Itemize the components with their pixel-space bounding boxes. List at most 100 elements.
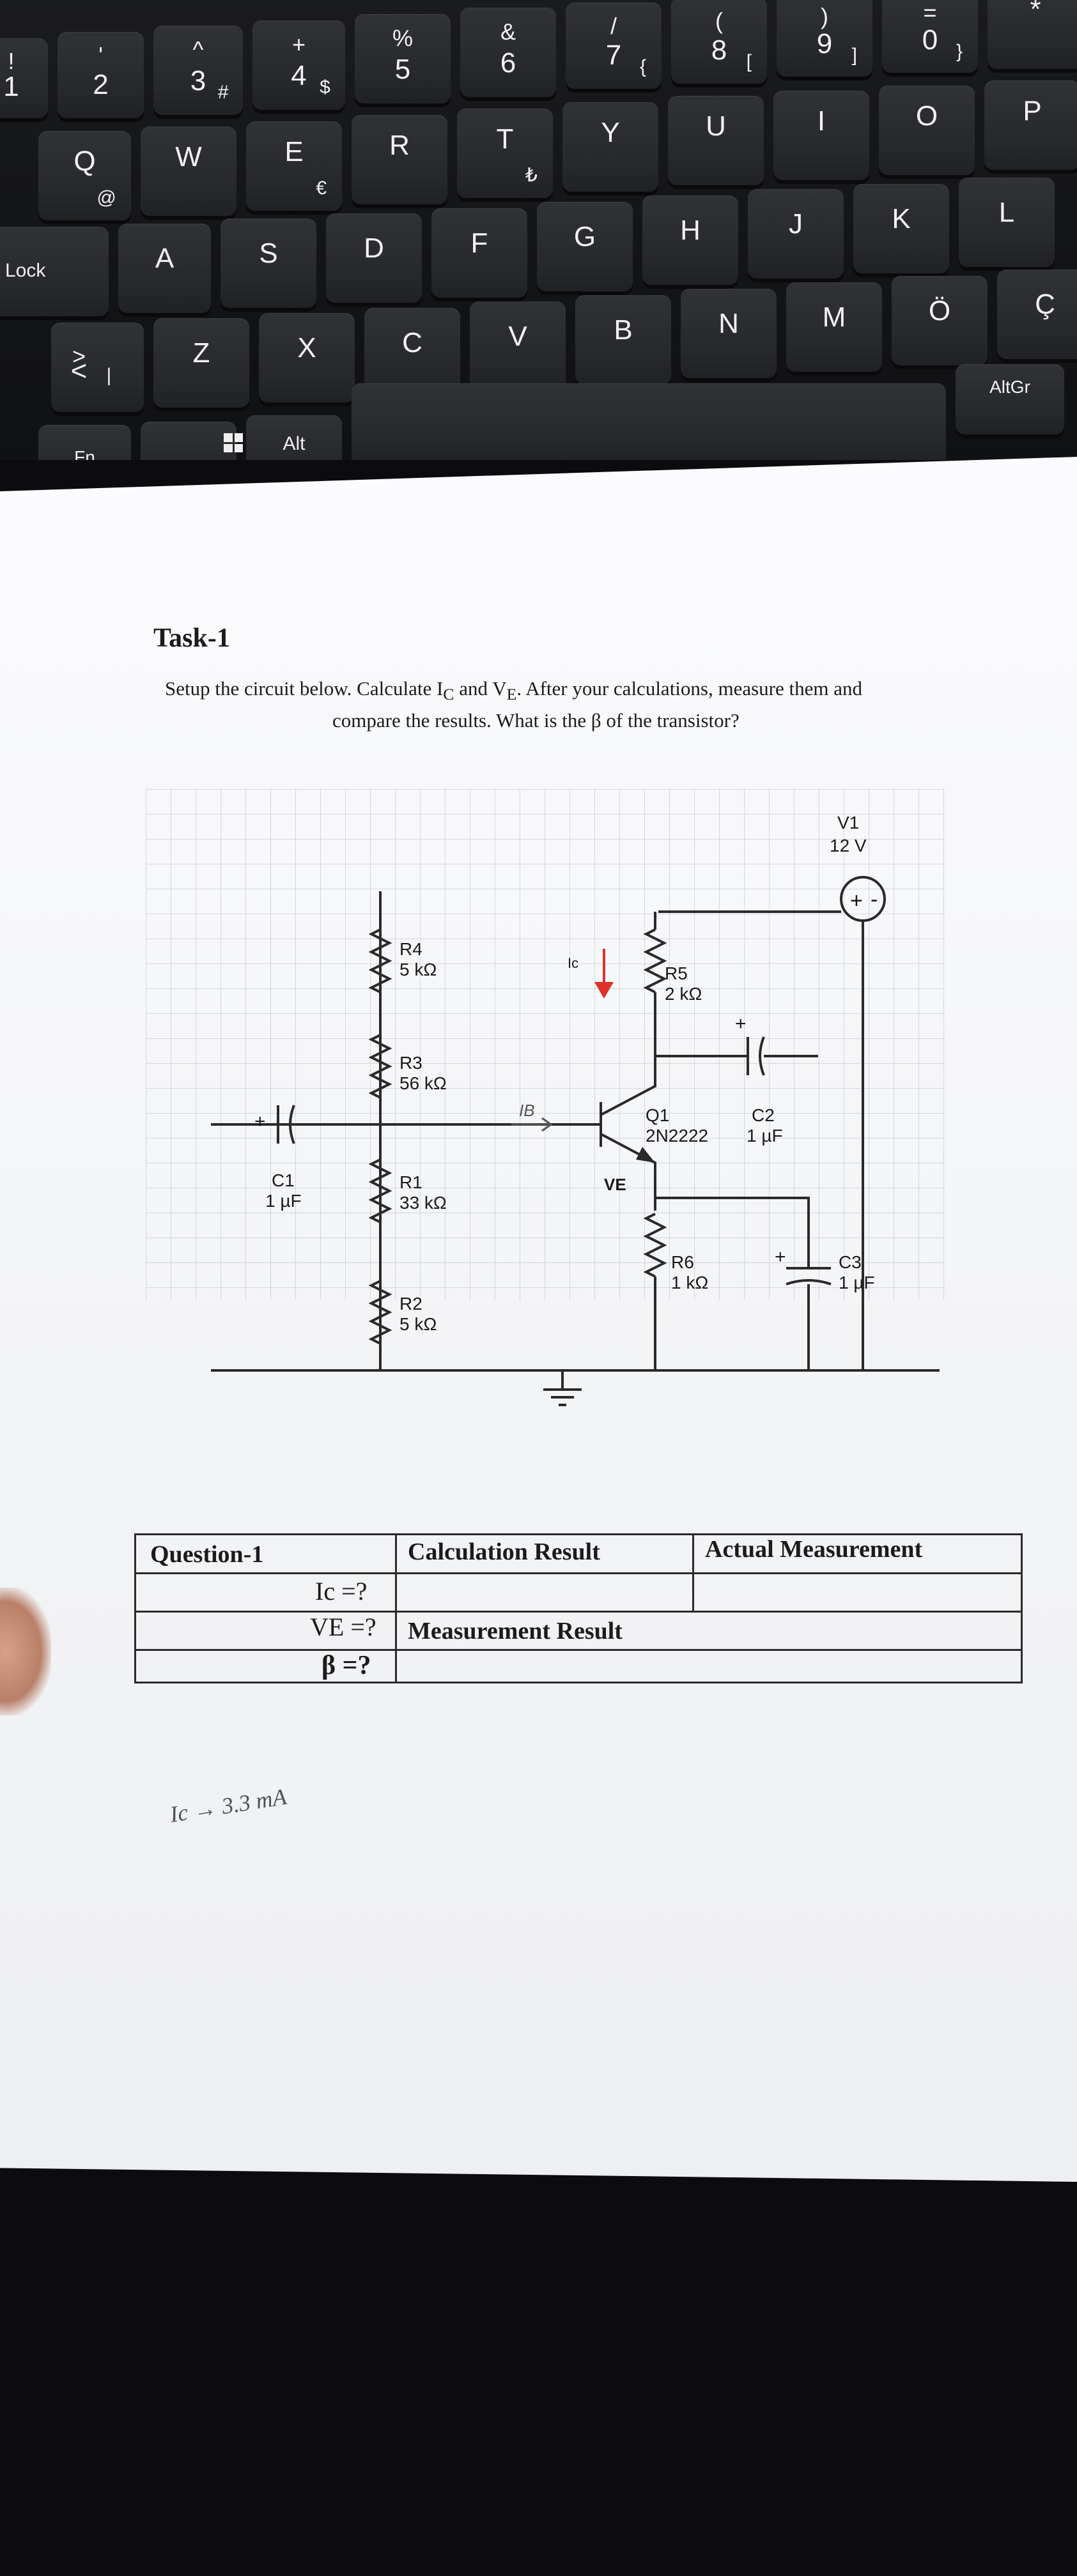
key-char: O [915, 100, 938, 132]
key-char: Q [74, 146, 96, 177]
key-v: V [470, 302, 566, 391]
table-divider [136, 1611, 1021, 1613]
key-char: A [155, 243, 174, 274]
key-alt-char: ] [851, 44, 857, 66]
r1-label: R1 [399, 1172, 422, 1192]
key-caps-lock: Lock [0, 227, 109, 316]
key-shift-char: > [72, 343, 86, 369]
ic-current-arrowhead [594, 982, 614, 999]
key-alt-char: | [106, 365, 112, 386]
key-angle-bracket: > < | [51, 323, 144, 412]
c3-plus-sign: + [775, 1246, 786, 1268]
beta-row-label: β =? [322, 1651, 371, 1680]
r2-value: 5 kΩ [399, 1314, 437, 1334]
key-shift-char: = [923, 0, 937, 26]
table-divider [136, 1572, 1021, 1574]
ve-label: VE [604, 1175, 626, 1194]
r3-resistor [368, 1034, 392, 1099]
c2-plate-right [759, 1036, 765, 1076]
key-altgr: AltGr [956, 364, 1064, 434]
r1-resistor [368, 1158, 392, 1223]
c3-plate-bottom [786, 1279, 832, 1285]
key-alt-char: } [956, 40, 963, 62]
v1-source-circle [840, 876, 886, 922]
r5-value: 2 kΩ [665, 984, 702, 1004]
key-a: A [118, 224, 211, 313]
key-char: D [364, 233, 384, 264]
key-char: J [789, 208, 803, 240]
instruction-text-rest: . After your calculations, measure them … [516, 677, 862, 700]
windows-icon [224, 433, 243, 452]
key-n: N [681, 289, 777, 378]
key-char: U [706, 111, 726, 142]
key-e: E € [246, 121, 342, 211]
key-char: Fn [74, 447, 95, 461]
key-shift-char: / [610, 12, 617, 39]
instruction-text-mid: and V [454, 677, 507, 700]
key-char: 7 [605, 40, 622, 72]
key-alt-char: ₺ [525, 165, 538, 187]
key-char: H [680, 215, 701, 246]
key-shift-char: % [392, 24, 413, 51]
key-char: I [817, 105, 826, 137]
instruction-line-2: compare the results. What is the β of th… [332, 709, 740, 732]
v1-minus-sign: - [871, 887, 878, 912]
key-windows [141, 422, 243, 460]
ic-row-label: Ic =? [315, 1577, 368, 1606]
r3-label: R3 [399, 1053, 422, 1073]
key-c-cedilla: Ç [997, 270, 1077, 359]
r4-value: 5 kΩ [399, 960, 437, 979]
v1-label: V1 [837, 813, 859, 832]
key-j: J [748, 189, 844, 279]
key-char: R [389, 130, 410, 161]
thumb-finger [0, 1588, 51, 1715]
key-char: T [496, 123, 514, 155]
key-alt-char: # [217, 82, 229, 103]
key-char: K [892, 203, 911, 234]
ic-label: Ic [568, 955, 578, 971]
key-f: F [431, 208, 527, 298]
key-alt-char: @ [97, 187, 116, 209]
table-divider [136, 1649, 1021, 1651]
key-shift-char: + [291, 31, 306, 57]
key-d: D [326, 213, 422, 303]
key-char: 9 [816, 28, 833, 60]
key-char: C [402, 327, 422, 358]
instruction-ic-subscript: C [443, 685, 454, 704]
key-char: N [718, 308, 739, 339]
q1-collector-leg [600, 1057, 656, 1116]
c3-label: C3 [839, 1252, 862, 1272]
key-4: + 4 $ [252, 20, 345, 110]
key-char: V [508, 321, 527, 352]
r3-value: 56 kΩ [399, 1073, 447, 1093]
r5-label: R5 [665, 963, 688, 983]
key-char: 6 [500, 47, 516, 79]
key-3: ^ 3 # [153, 26, 243, 115]
c1-value: 1 µF [265, 1191, 302, 1211]
r6-label: R6 [671, 1252, 694, 1272]
key-char: 8 [711, 34, 727, 66]
key-shift-char: ) [821, 3, 828, 30]
key-q: Q @ [38, 131, 131, 220]
key-char: Lock [5, 260, 46, 281]
key-char: Ö [928, 295, 951, 326]
circuit-schematic: V1 12 V + - R4 5 kΩ R3 56 kΩ R1 33 kΩ R2… [211, 813, 940, 1406]
c1-plate-right [289, 1105, 295, 1144]
c1-label: C1 [272, 1170, 295, 1190]
key-char: < [70, 355, 88, 387]
key-char: * [1030, 0, 1041, 25]
c2-label: C2 [752, 1105, 775, 1125]
r1-value: 33 kΩ [399, 1193, 447, 1213]
c1-plus-sign: + [254, 1111, 266, 1132]
r4-resistor [368, 928, 392, 993]
key-shift-char: ^ [192, 36, 204, 63]
key-0: = 0 } [882, 0, 978, 73]
key-alt-char: € [316, 178, 327, 199]
key-s: S [221, 218, 316, 308]
q1-label: Q1 [646, 1105, 669, 1125]
key-alt: Alt [246, 415, 342, 460]
keyboard: ! 1 ' 2 ^ 3 # + 4 $ % 5 & 6 / 7 { ( 8 [ … [0, 0, 1077, 460]
key-char: F [470, 227, 488, 259]
key-h: H [642, 195, 738, 285]
key-char: Y [601, 117, 620, 148]
